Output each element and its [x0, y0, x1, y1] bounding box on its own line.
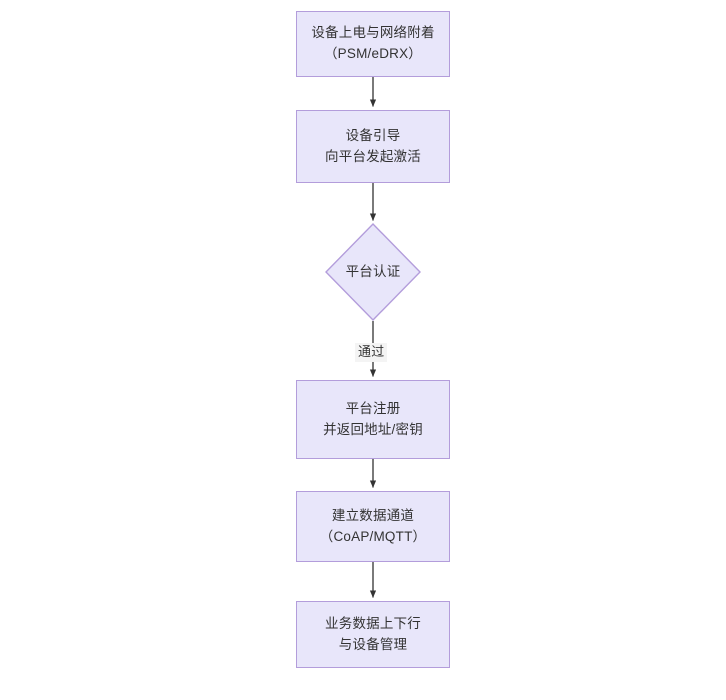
node-bootstrap-line-1: 设备引导 — [345, 127, 401, 143]
node-power-on-line-2: （PSM/eDRX） — [323, 46, 423, 61]
node-platform-register-line-2: 并返回地址/密钥 — [323, 421, 423, 437]
node-data-channel[interactable]: 建立数据通道 （CoAP/MQTT） — [296, 491, 450, 562]
node-platform-auth-label: 平台认证 — [345, 263, 401, 279]
node-bootstrap-line-2: 向平台发起激活 — [325, 148, 421, 164]
node-platform-register[interactable]: 平台注册 并返回地址/密钥 — [296, 380, 450, 459]
node-service-data-line-2: 与设备管理 — [338, 636, 408, 652]
node-power-on[interactable]: 设备上电与网络附着 （PSM/eDRX） — [296, 11, 450, 77]
node-bootstrap[interactable]: 设备引导 向平台发起激活 — [296, 110, 450, 183]
node-data-channel-line-1: 建立数据通道 — [331, 507, 415, 523]
node-platform-register-line-1: 平台注册 — [345, 400, 401, 416]
node-platform-auth[interactable]: 平台认证 — [325, 223, 421, 321]
node-power-on-line-1: 设备上电与网络附着 — [311, 25, 435, 41]
node-data-channel-line-2: （CoAP/MQTT） — [319, 528, 427, 544]
diamond-shape — [325, 223, 421, 321]
edge-label-pass: 通过 — [355, 343, 388, 362]
node-service-data-line-1: 业务数据上下行 — [325, 615, 421, 631]
node-service-data[interactable]: 业务数据上下行 与设备管理 — [296, 601, 450, 668]
